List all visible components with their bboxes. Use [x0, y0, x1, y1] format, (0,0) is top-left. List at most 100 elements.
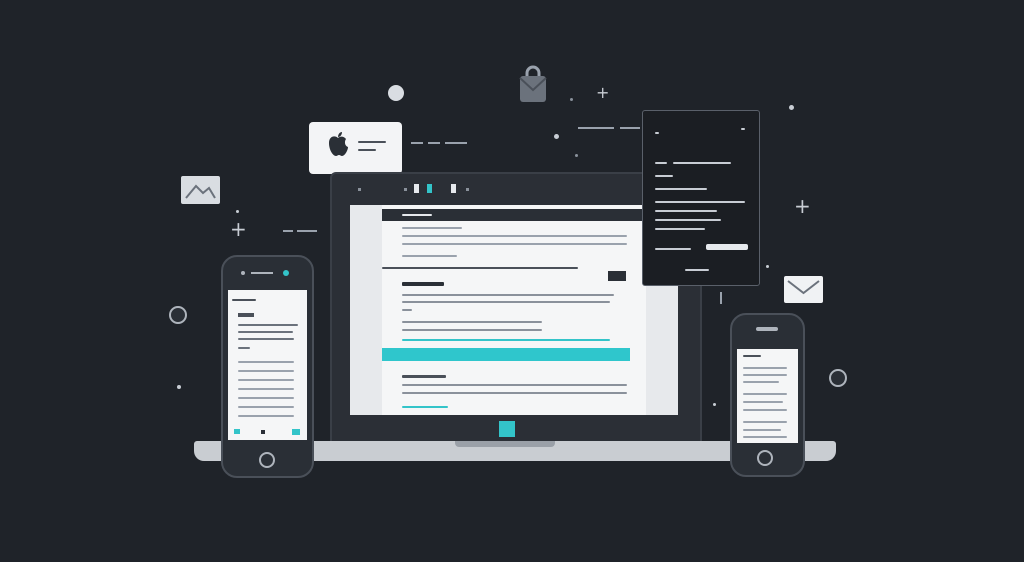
doc-line-13: [402, 406, 448, 408]
dash-2: [428, 142, 440, 144]
laptop-topbar-dot-1: [358, 188, 361, 191]
chat-line-1: [358, 141, 386, 143]
laptop-camera-icon: [499, 421, 515, 437]
plus-2: +: [794, 194, 811, 218]
dash-8: [720, 292, 722, 304]
dot-8: [575, 154, 578, 157]
dash-6: [283, 230, 293, 232]
doc-line-8: [402, 321, 542, 323]
dc-line-5: [655, 201, 745, 203]
lp-line-3: [238, 338, 294, 340]
chat-bubble: [309, 122, 402, 174]
left-phone-camera-icon: [283, 270, 289, 276]
plus-3: +: [230, 217, 247, 241]
rp-line-8: [743, 429, 781, 431]
doc-header-text: [402, 214, 432, 216]
dc-line-4: [655, 188, 707, 190]
doc-subheading: [402, 282, 444, 286]
laptop-topbar-tab-2: [427, 184, 432, 193]
ring-left: [169, 306, 187, 324]
doc-line-1: [402, 227, 462, 229]
doc-highlight-bar[interactable]: [382, 348, 630, 361]
rp-line-9: [743, 436, 787, 438]
lp-heading-block: [238, 313, 254, 317]
dc-line-2: [673, 162, 731, 164]
doc-line-9: [402, 329, 542, 331]
lp-line-5: [238, 361, 294, 363]
doc-line-12: [402, 392, 627, 394]
dc-top-mark-2: [741, 128, 745, 130]
dash-5: [620, 127, 640, 129]
doc-line-2: [402, 235, 627, 237]
lp-nav-icon-3[interactable]: [292, 429, 300, 435]
laptop-document: [350, 205, 678, 415]
doc-left-rail: [350, 205, 382, 415]
doc-line-5: [402, 294, 614, 296]
ring-top: [388, 85, 404, 101]
dot-7: [570, 98, 573, 101]
rp-title: [743, 355, 761, 357]
doc-line-3: [402, 243, 627, 245]
laptop-base: [194, 441, 836, 461]
doc-line-6: [402, 301, 610, 303]
rp-line-5: [743, 401, 783, 403]
lp-nav-icon-2[interactable]: [261, 430, 265, 434]
lp-line-6: [238, 370, 294, 372]
lp-line-11: [238, 415, 294, 417]
rp-line-4: [743, 393, 787, 395]
dc-line-10: [685, 269, 709, 271]
dot-1: [554, 134, 559, 139]
doc-line-7: [402, 309, 412, 311]
lp-line-2: [238, 331, 293, 333]
dc-line-1: [655, 162, 667, 164]
lp-line-1: [238, 324, 298, 326]
dash-7: [297, 230, 317, 232]
dot-5: [713, 403, 716, 406]
left-phone-speaker: [251, 272, 273, 274]
dc-button[interactable]: [706, 244, 748, 250]
right-phone: [730, 313, 805, 477]
left-phone: [221, 255, 314, 478]
right-phone-speaker: [756, 327, 778, 331]
mail-icon: [784, 276, 823, 303]
dc-top-mark-1: [655, 132, 659, 134]
laptop-topbar-tab-3: [451, 184, 456, 193]
ring-right: [829, 369, 847, 387]
doc-line-4: [402, 255, 457, 257]
dash-3: [445, 142, 467, 144]
dark-card: [642, 110, 760, 286]
doc-line-10: [402, 375, 446, 378]
rp-line-6: [743, 409, 787, 411]
laptop-topbar-dot-2: [404, 188, 407, 191]
laptop-topbar-tab-1: [414, 184, 419, 193]
dot-6: [766, 265, 769, 268]
lock-icon: [518, 63, 548, 103]
dc-line-9: [655, 248, 691, 250]
left-phone-screen: [228, 290, 307, 440]
lp-line-7: [238, 379, 294, 381]
dc-line-7: [655, 219, 721, 221]
rp-line-3: [743, 381, 779, 383]
chat-line-2: [358, 149, 376, 151]
lp-line-10: [238, 406, 294, 408]
rp-line-1: [743, 367, 787, 369]
plus-1: +: [596, 83, 610, 102]
doc-line-accent: [402, 339, 610, 341]
doc-header-bar: [382, 209, 646, 221]
laptop-topbar-dot-3: [466, 188, 469, 191]
laptop-notch: [455, 441, 555, 447]
dot-3: [177, 385, 181, 389]
doc-line-11: [402, 384, 627, 386]
lp-nav-icon-1[interactable]: [234, 429, 240, 434]
right-phone-screen: [737, 349, 798, 443]
left-phone-speaker-dot: [241, 271, 245, 275]
left-phone-home-button-icon[interactable]: [259, 452, 275, 468]
apple-icon: [326, 130, 350, 158]
dot-4: [236, 210, 239, 213]
dc-line-3: [655, 175, 673, 177]
right-phone-home-button-icon[interactable]: [757, 450, 773, 466]
doc-action-icon: [608, 271, 626, 281]
lp-line-4: [238, 347, 250, 349]
dc-line-6: [655, 210, 717, 212]
dash-4: [578, 127, 614, 129]
